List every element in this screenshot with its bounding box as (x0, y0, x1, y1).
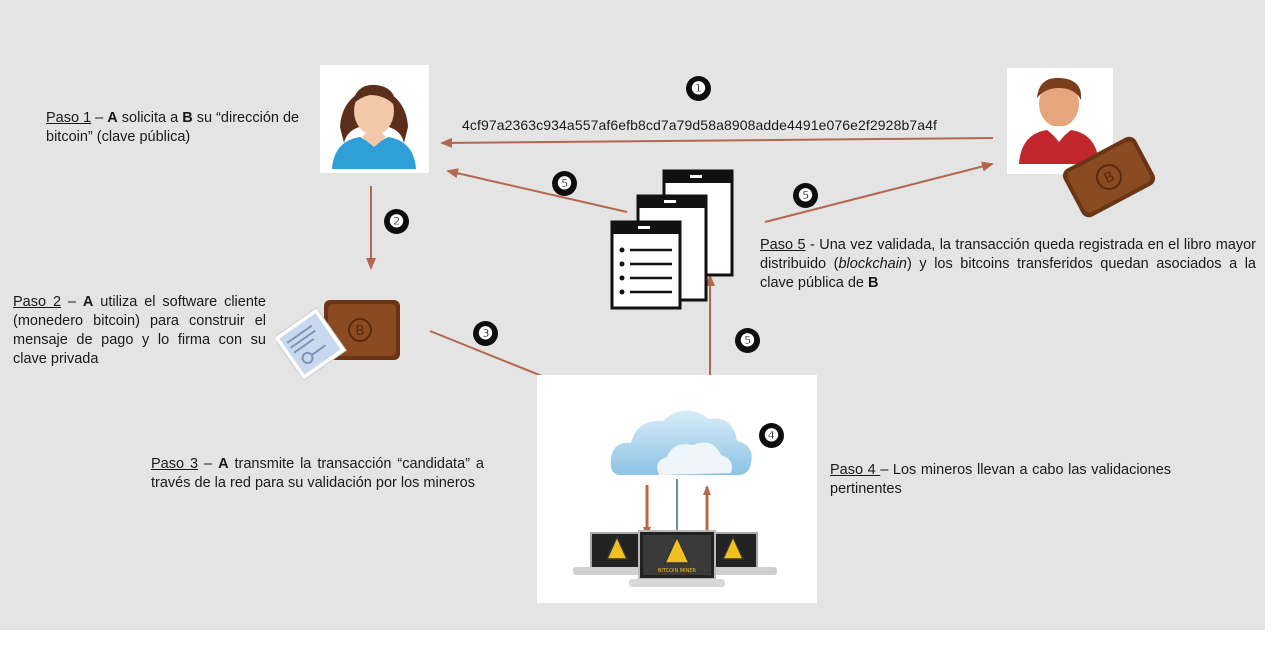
step-1-label: Paso 1 (46, 110, 92, 126)
public-key-hash: 4cf97a2363c934a557af6efb8cd7a79d58a8908a… (462, 117, 937, 133)
miners-network-image: BITCOIN MINER (537, 375, 817, 603)
step-2-label: Paso 2 (13, 294, 62, 310)
arrow-request-address (440, 137, 994, 148)
arrow-ledger-to-b (764, 161, 994, 223)
arrow-ledger-to-a (446, 168, 628, 213)
step-marker-3: ❸ (473, 321, 498, 346)
step-4-label: Paso 4 (830, 462, 881, 478)
cloud-miners-icon: BITCOIN MINER (573, 410, 777, 587)
step-marker-5-c: ❺ (735, 328, 760, 353)
step-marker-5-a: ❺ (552, 171, 577, 196)
person-b-image (1007, 68, 1113, 174)
arrows-layer (366, 137, 994, 410)
step-marker-4: ❹ (759, 423, 784, 448)
step-3-label: Paso 3 (151, 456, 199, 472)
step-5-text: Paso 5 - Una vez validada, la transacció… (760, 237, 1257, 291)
step-2-text: Paso 2 – A utiliza el software cliente (… (13, 294, 266, 367)
person-a-icon (332, 84, 416, 169)
ledger-documents-icon (610, 169, 734, 310)
miner-screen-label: BITCOIN MINER (658, 568, 697, 574)
person-b-icon (1019, 77, 1099, 164)
step-5-label: Paso 5 (760, 237, 806, 253)
svg-text:B: B (356, 324, 365, 339)
person-a-image (320, 65, 429, 173)
step-marker-2: ❷ (384, 209, 409, 234)
step-marker-1: ❶ (686, 76, 711, 101)
step-3-text: Paso 3 – A transmite la transacción “can… (151, 456, 484, 491)
diagram-canvas: 4cf97a2363c934a557af6efb8cd7a79d58a8908a… (0, 0, 1265, 630)
step-1-text: Paso 1 – A solicita a B su “dirección de… (46, 110, 300, 145)
step-marker-5-b: ❺ (793, 183, 818, 208)
wallet-b-icon: B (1062, 136, 1156, 218)
wallet-a-with-document: B (276, 300, 400, 381)
step-4-text: Paso 4 – Los mineros llevan a cabo las v… (830, 462, 1172, 497)
